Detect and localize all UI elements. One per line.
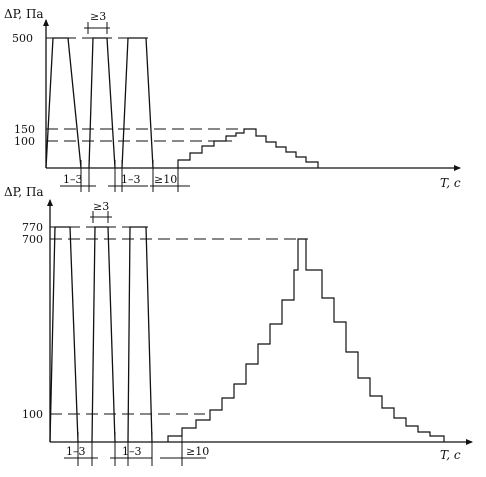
top-pulse-3	[121, 37, 154, 169]
top-y-tick-150: 150	[14, 123, 35, 136]
bottom-y-tick-770: 770	[22, 221, 43, 234]
top-x-axis-label: T, c	[440, 176, 461, 190]
top-y-axis-label: ΔP, Па	[4, 7, 44, 21]
bottom-gap-annotation-1-3-right: 1–3	[122, 445, 142, 458]
top-gap-annotation-gte3: ≥3	[90, 10, 106, 23]
bottom-pulse-2	[91, 226, 116, 443]
top-gap-annotation-1-3-left: 1–3	[63, 173, 83, 186]
top-stepped-test-profile	[177, 128, 319, 168]
top-gap-annotation-gte10: ≥10	[154, 173, 177, 186]
bottom-y-tick-100: 100	[22, 408, 43, 421]
top-gap-annotation-1-3-right: 1–3	[121, 173, 141, 186]
bottom-y-axis-label: ΔP, Па	[4, 185, 44, 199]
top-pulse-1	[45, 37, 82, 169]
bottom-x-axis-label: T, c	[440, 448, 461, 462]
top-pulse-2	[88, 37, 116, 169]
bottom-gap-annotation-gte10: ≥10	[186, 445, 209, 458]
top-diagram: ΔP, Па T, c 500 150 100 ≥3 1–3 1–3 ≥10	[4, 7, 461, 192]
bottom-diagram: ΔP, Па T, c 770 700 100 ≥3 1–3 1–3 ≥10	[4, 185, 473, 466]
bottom-stepped-test-profile	[167, 238, 445, 442]
bottom-pulse-3	[127, 226, 153, 443]
bottom-pulse-1	[49, 226, 79, 443]
bottom-y-tick-700: 700	[22, 233, 43, 246]
top-y-tick-500: 500	[12, 32, 33, 45]
bottom-gap-annotation-gte3: ≥3	[93, 200, 109, 213]
bottom-gap-annotation-1-3-left: 1–3	[66, 445, 86, 458]
top-y-tick-100: 100	[14, 135, 35, 148]
